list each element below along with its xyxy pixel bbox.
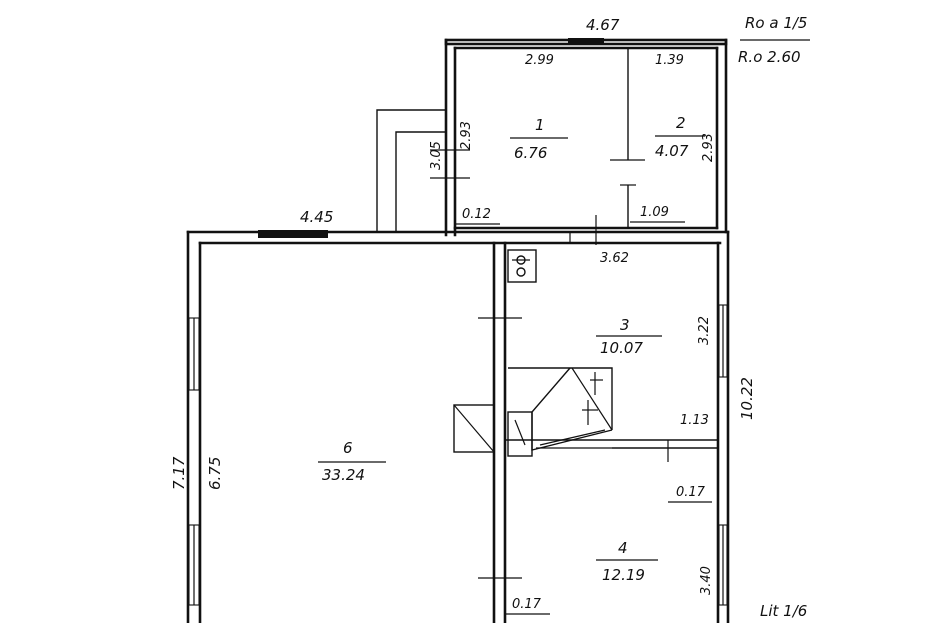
stairs [507,367,613,457]
dim-inner-left: 6.75 [206,457,224,490]
stamp-bottom: R.o 2.60 [738,48,801,66]
room-2-area: 4.07 [655,142,689,160]
porch-walls [376,109,446,232]
chimney-block [453,404,495,453]
dim-outer-left: 7.17 [170,456,188,490]
room-6-number: 6 [343,439,353,457]
dim-porch-bottom: 0.12 [462,207,491,222]
room-1-number: 1 [535,116,545,134]
main-house-walls [186,230,730,623]
room-3-area: 10.07 [600,339,643,357]
door-ticks [478,215,669,579]
room-4-number: 4 [618,539,628,557]
dim-kitchen-top: 3.62 [600,251,629,266]
dim-r2-top: 1.39 [655,53,684,68]
dim-r2-right: 2.93 [701,133,716,162]
stamp-top: Ro a 1/5 [745,14,807,32]
room-3-number: 3 [620,316,630,334]
dim-r2-bottom: 1.09 [640,205,669,220]
corner-mark: Lit 1/6 [760,602,807,620]
room-2-number: 2 [676,114,686,132]
dim-r1-left: 2.93 [459,121,474,150]
right-windows [718,304,728,606]
dim-r4-top: 0.17 [676,485,706,500]
dim-house-right: 10.22 [738,377,756,420]
dim-hall-small: 1.13 [680,413,709,428]
dim-r4-right: 3.40 [699,566,714,595]
room-4-area: 12.19 [602,566,645,584]
dim-left-top: 4.45 [300,208,333,226]
dim-r6-bottom: 0.17 [512,597,542,612]
left-windows [188,317,200,606]
annex-walls [430,38,728,237]
dim-kitchen-right: 3.22 [697,316,712,345]
front-window [258,230,328,238]
annex-top-window [568,38,604,44]
stove [507,249,537,283]
dim-r1-top: 2.99 [525,53,554,68]
dim-top-window: 4.67 [586,16,620,34]
dim-porch-left: 3.05 [429,141,444,170]
room-1-area: 6.76 [514,144,547,162]
room-6-area: 33.24 [322,466,365,484]
